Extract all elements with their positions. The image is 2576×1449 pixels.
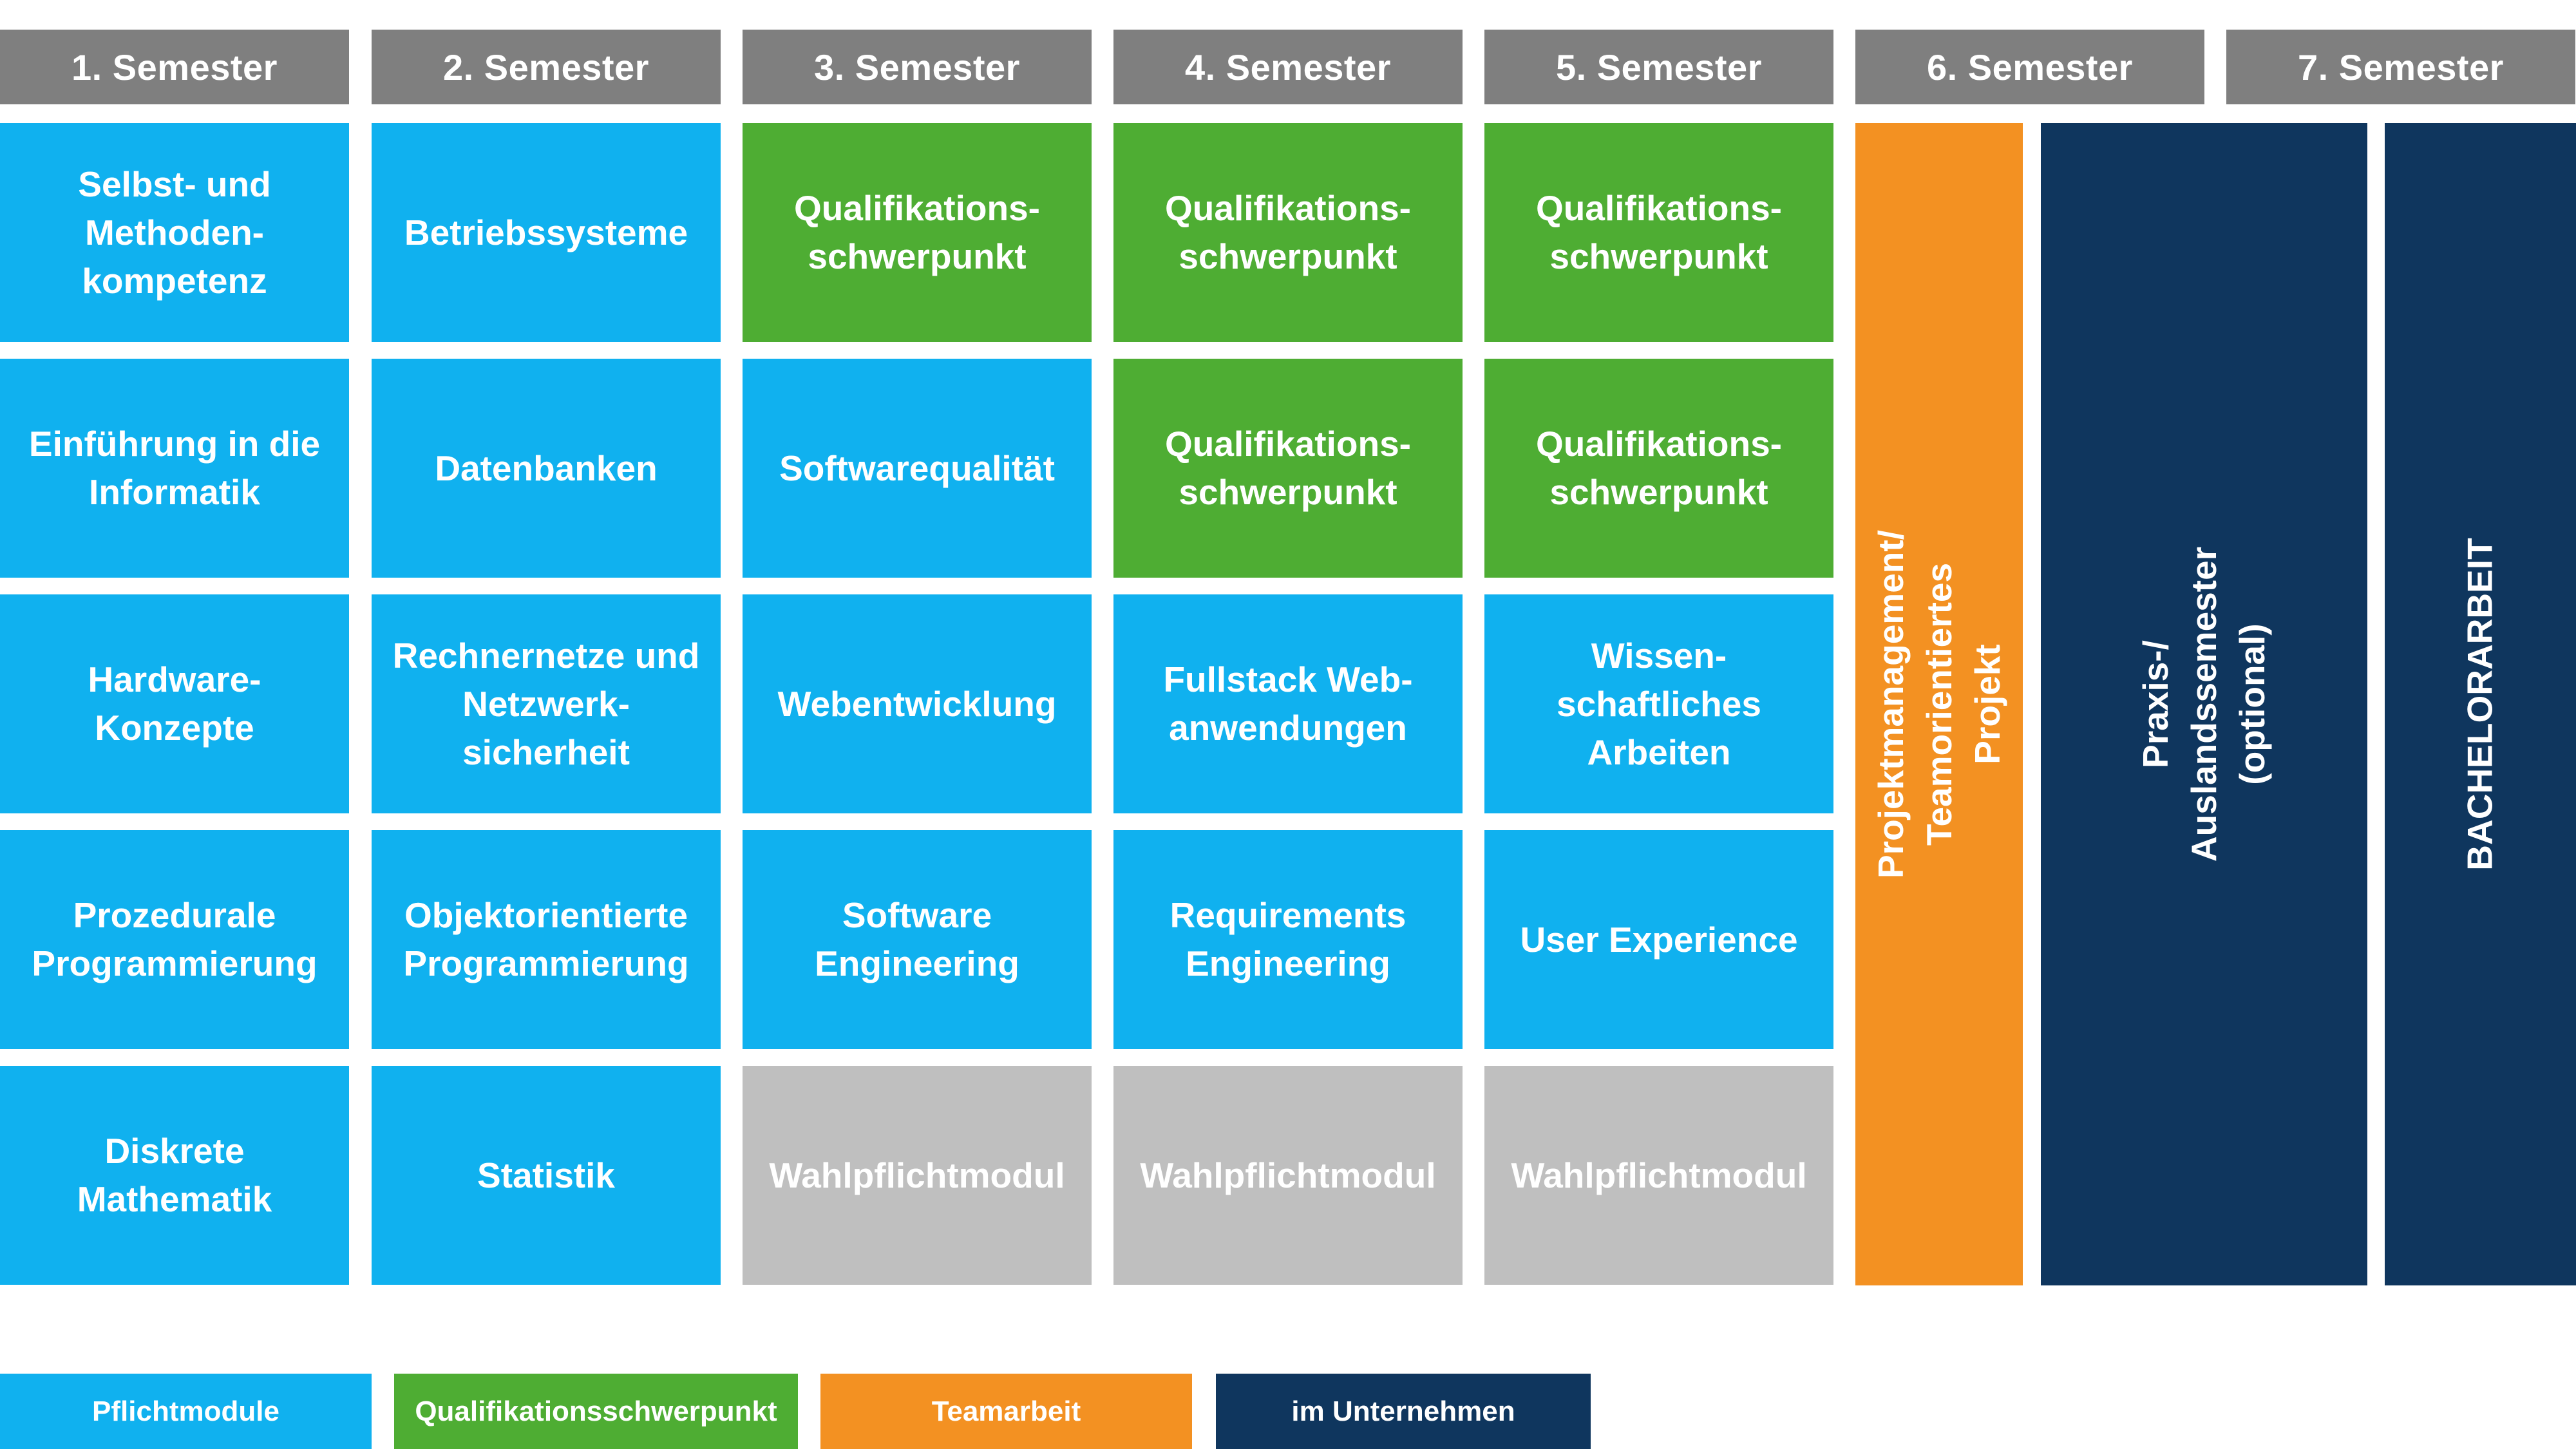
legend-item-qualifikation: Qualifikationsschwerpunkt xyxy=(394,1374,798,1449)
module-cell: User Experience xyxy=(1484,830,1833,1049)
module-cell: Einführung in die Informatik xyxy=(0,359,349,578)
module-cell: Diskrete Mathematik xyxy=(0,1066,349,1285)
module-cell: Betriebssysteme xyxy=(372,123,721,342)
header-semester-2: 2. Semester xyxy=(372,30,721,104)
module-cell: Qualifikations- schwerpunkt xyxy=(1113,123,1463,342)
legend-item-team: Teamarbeit xyxy=(820,1374,1192,1449)
team-project-label: Projektmanagement/ Teamorientiertes Proj… xyxy=(1870,529,2007,879)
module-cell: Softwarequalität xyxy=(743,359,1092,578)
header-semester-5: 5. Semester xyxy=(1484,30,1833,104)
bachelor-thesis-label: BACHELORARBEIT xyxy=(2460,538,2501,871)
module-cell: Software Engineering xyxy=(743,830,1092,1049)
bachelor-thesis-block: BACHELORARBEIT xyxy=(2385,123,2576,1285)
legend-item-pflicht: Pflichtmodule xyxy=(0,1374,372,1449)
module-cell: Datenbanken xyxy=(372,359,721,578)
team-project-block: Projektmanagement/ Teamorientiertes Proj… xyxy=(1855,123,2023,1285)
header-semester-7: 7. Semester xyxy=(2226,30,2575,104)
module-cell: Fullstack Web- anwendungen xyxy=(1113,594,1463,813)
module-cell: Statistik xyxy=(372,1066,721,1285)
module-cell: Wahlpflichtmodul xyxy=(1484,1066,1833,1285)
header-semester-4: 4. Semester xyxy=(1113,30,1463,104)
module-cell: Hardware- Konzepte xyxy=(0,594,349,813)
module-cell: Webentwicklung xyxy=(743,594,1092,813)
module-cell: Selbst- und Methoden- kompetenz xyxy=(0,123,349,342)
legend-item-unternehmen: im Unternehmen xyxy=(1216,1374,1591,1449)
practical-semester-block: Praxis-/ Auslandssemester (optional) xyxy=(2041,123,2367,1285)
module-cell: Qualifikations- schwerpunkt xyxy=(1113,359,1463,578)
module-cell: Qualifikations- schwerpunkt xyxy=(743,123,1092,342)
module-cell: Objektorientierte Programmierung xyxy=(372,830,721,1049)
header-semester-1: 1. Semester xyxy=(0,30,349,104)
module-cell: Wahlpflichtmodul xyxy=(743,1066,1092,1285)
module-cell: Requirements Engineering xyxy=(1113,830,1463,1049)
module-cell: Prozedurale Programmierung xyxy=(0,830,349,1049)
module-cell: Rechnernetze und Netzwerk- sicherheit xyxy=(372,594,721,813)
module-cell: Wahlpflichtmodul xyxy=(1113,1066,1463,1285)
module-cell: Qualifikations- schwerpunkt xyxy=(1484,123,1833,342)
module-cell: Wissen- schaftliches Arbeiten xyxy=(1484,594,1833,813)
module-cell: Qualifikations- schwerpunkt xyxy=(1484,359,1833,578)
practical-semester-label: Praxis-/ Auslandssemester (optional) xyxy=(2136,546,2272,862)
header-semester-6: 6. Semester xyxy=(1855,30,2204,104)
header-semester-3: 3. Semester xyxy=(743,30,1092,104)
